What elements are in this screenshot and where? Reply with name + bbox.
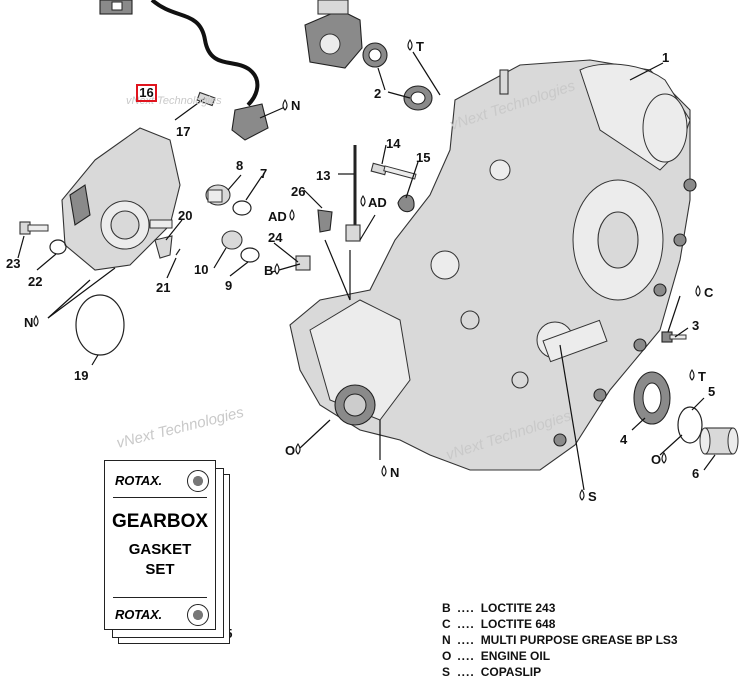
mark-ad-left: AD — [268, 209, 287, 224]
leader-lines — [17, 51, 716, 625]
mark-c: C — [704, 285, 714, 300]
substance-marks: T N N N C AD AD B O O T S — [24, 39, 714, 504]
bolt-14 — [370, 162, 417, 180]
legend-row: B .... LOCTITE 243 — [442, 601, 556, 615]
washer-22 — [49, 239, 67, 255]
clip-15 — [397, 194, 415, 213]
o-ring-19 — [75, 294, 125, 356]
drop-icon — [661, 452, 667, 464]
plug-10 — [221, 230, 243, 250]
callout-9: 9 — [225, 278, 232, 293]
plug-26 — [317, 209, 333, 233]
speed-sensor — [304, 0, 363, 69]
callout-10: 10 — [194, 262, 208, 277]
plug-8 — [205, 184, 231, 206]
seal-ring-upper — [362, 42, 388, 68]
washer-9 — [240, 247, 260, 263]
legend-row: C .... LOCTITE 648 — [442, 617, 556, 631]
washer-7 — [232, 200, 252, 216]
pin-21 — [175, 248, 181, 256]
callout-26: 26 — [291, 184, 305, 199]
bolt-3 — [661, 331, 687, 343]
callout-1: 1 — [662, 50, 669, 65]
callout-19: 19 — [74, 368, 88, 383]
mark-b: B — [264, 263, 273, 278]
clip-20 — [154, 235, 173, 259]
legend-row: N .... MULTI PURPOSE GREASE BP LS3 — [442, 633, 678, 647]
mark-ad-right: AD — [368, 195, 387, 210]
drop-icon — [579, 489, 585, 501]
callout-7: 7 — [260, 166, 267, 181]
shift-actuator — [61, 127, 181, 271]
callout-17: 17 — [176, 124, 190, 139]
brp-logo-icon — [187, 604, 209, 626]
mark-t-upper: T — [416, 39, 424, 54]
kit-subtitle-line2: SET — [145, 561, 175, 578]
callout-5: 5 — [708, 384, 715, 399]
mark-n-left: N — [24, 315, 33, 330]
drop-icon — [689, 369, 695, 381]
mark-n-bottom: N — [390, 465, 399, 480]
drop-icon — [695, 285, 701, 297]
callout-13: 13 — [316, 168, 330, 183]
drop-icon — [274, 263, 280, 275]
position-sensor — [196, 91, 269, 141]
dipstick-13 — [345, 145, 361, 242]
seal-ring-lower — [403, 85, 433, 111]
wiring-harness — [99, 0, 260, 107]
mark-s: S — [588, 489, 597, 504]
gasket-kit-card: ROTAX. GEARBOX GASKET SET ROTAX. — [104, 460, 216, 630]
kit-title: GEARBOX — [111, 511, 209, 532]
callout-22: 22 — [28, 274, 42, 289]
drop-icon — [33, 315, 39, 327]
drop-icon — [295, 443, 301, 455]
callout-3: 3 — [692, 318, 699, 333]
kit-subtitle-line1: GASKET — [128, 541, 192, 558]
divider — [113, 497, 207, 498]
plug-24 — [295, 255, 311, 271]
o-ring-5 — [677, 406, 703, 444]
mark-o-right: O — [651, 452, 661, 467]
mark-n-top: N — [291, 98, 300, 113]
mark-o-left: O — [285, 443, 295, 458]
brand-logo-text: ROTAX. — [115, 473, 162, 488]
callout-4: 4 — [620, 432, 628, 447]
brand-logo-text: ROTAX. — [115, 607, 162, 622]
bolt-23 — [19, 221, 49, 235]
drop-icon — [407, 39, 413, 51]
callout-15: 15 — [416, 150, 430, 165]
legend-row: S .... COPASLIP — [442, 665, 542, 679]
highlighted-callout-box[interactable] — [136, 84, 157, 102]
callout-2: 2 — [374, 86, 381, 101]
callout-24: 24 — [268, 230, 283, 245]
divider — [113, 597, 207, 598]
drop-icon — [289, 209, 295, 221]
callout-21: 21 — [156, 280, 170, 295]
drop-icon — [360, 195, 366, 207]
gearbox-housing — [289, 59, 697, 471]
substance-legend: B .... LOCTITE 243 C .... LOCTITE 648 N … — [442, 600, 678, 680]
watermark-text: vNext Technologies — [126, 95, 222, 107]
callout-23: 23 — [6, 256, 20, 271]
drop-icon — [381, 465, 387, 477]
callout-20: 20 — [178, 208, 192, 223]
drop-icon — [282, 99, 288, 111]
brp-logo-icon — [187, 470, 209, 492]
mark-t-right: T — [698, 369, 706, 384]
callout-16[interactable]: 16 — [139, 85, 154, 100]
sleeve-6 — [699, 427, 739, 455]
watermark-text: vNext Technologies — [115, 404, 246, 452]
callout-14: 14 — [386, 136, 401, 151]
callout-8: 8 — [236, 158, 243, 173]
legend-row: O .... ENGINE OIL — [442, 649, 551, 663]
callout-6: 6 — [692, 466, 699, 481]
